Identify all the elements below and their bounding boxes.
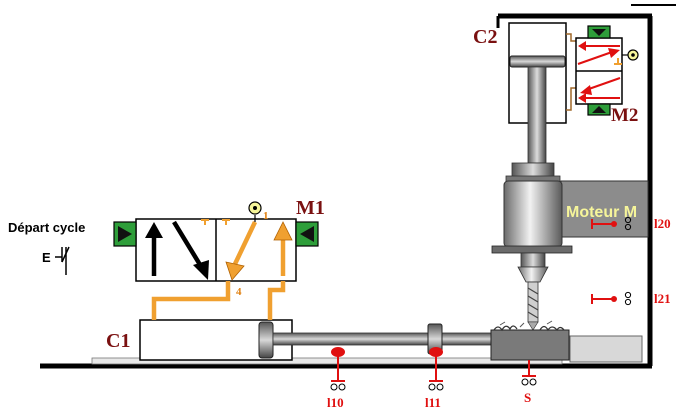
m1-port-1-label: 1 <box>263 210 269 222</box>
drill-bit-icon <box>527 281 539 331</box>
start-cycle-switch[interactable]: Départ cycle E <box>8 220 85 275</box>
l21-label: l21 <box>654 291 671 306</box>
l20-label: l20 <box>654 216 671 231</box>
c1-label: C1 <box>106 330 130 352</box>
s-label: S <box>524 390 531 405</box>
valve-m2: M2 <box>575 25 639 126</box>
m1-left-pilot-icon <box>113 221 137 247</box>
switch-e-label: E <box>42 250 51 265</box>
switch-e-icon <box>55 246 70 275</box>
m1-label: M1 <box>296 197 325 219</box>
c2-label: C2 <box>473 26 497 48</box>
motor-label: Moteur M <box>566 204 637 221</box>
l11-label: l11 <box>425 395 441 409</box>
sensor-s: S <box>521 360 537 405</box>
valve-m1: 1 4 M1 <box>113 197 325 320</box>
sensor-l21: l21 <box>591 291 671 306</box>
sensor-l10: l10 <box>327 347 346 409</box>
machine-frame <box>40 4 676 369</box>
m2-pressure-source-icon <box>622 49 639 61</box>
m2-bottom-pilot-icon <box>587 103 611 116</box>
motor-m: Moteur M <box>491 162 649 331</box>
workpiece <box>490 320 570 361</box>
m1-right-pilot-icon <box>295 221 319 247</box>
sensor-l11: l11 <box>425 347 444 409</box>
cylinder-c2: C2 <box>473 22 576 164</box>
sensor-l20: l20 <box>591 216 671 231</box>
m1-port-4-label: 4 <box>236 286 242 298</box>
start-cycle-label: Départ cycle <box>8 220 85 235</box>
m2-top-pilot-icon <box>587 25 611 39</box>
m1-pressure-source-icon <box>248 201 262 222</box>
m2-label: M2 <box>611 105 638 126</box>
l10-label: l10 <box>327 395 344 409</box>
cylinder-c1: C1 <box>106 319 492 361</box>
